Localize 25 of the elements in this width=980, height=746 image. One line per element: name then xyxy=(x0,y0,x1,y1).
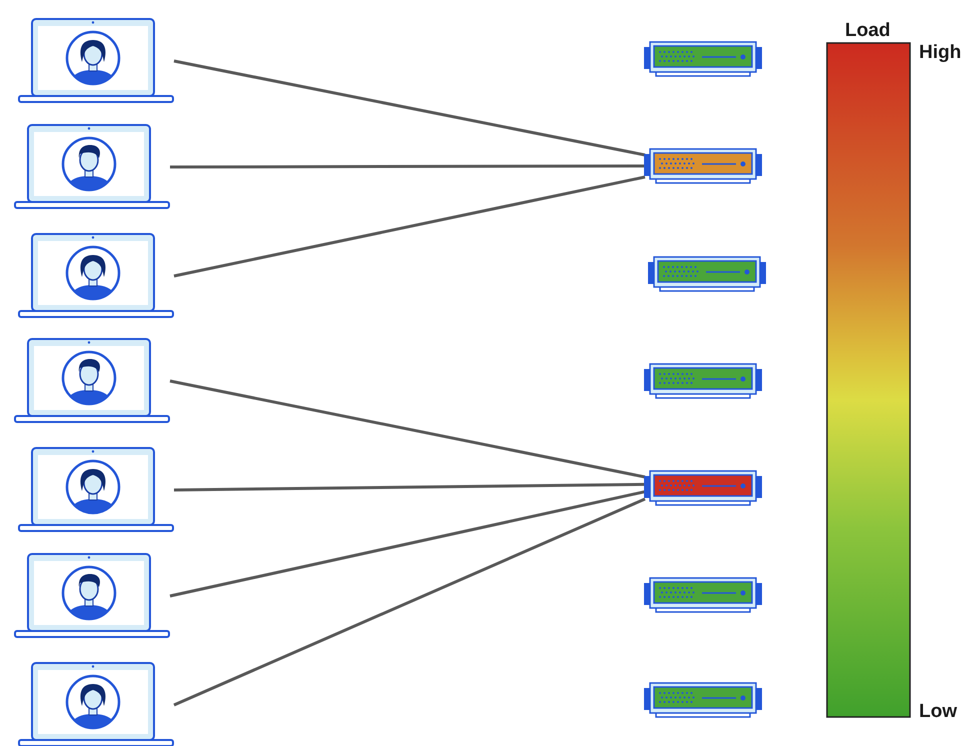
connection-line xyxy=(174,60,646,156)
server-icon xyxy=(644,469,762,507)
server-icon xyxy=(644,576,762,614)
scale-title: Load xyxy=(845,20,890,42)
connection-line xyxy=(173,498,646,706)
server-icon xyxy=(644,681,762,719)
connection-line xyxy=(170,380,646,478)
server-icon xyxy=(644,147,762,185)
connection-line xyxy=(170,164,645,168)
connection-line xyxy=(174,482,646,492)
laptop-user-icon xyxy=(18,447,174,533)
scale-min-label: Low xyxy=(919,701,957,723)
laptop-user-icon xyxy=(18,18,174,104)
laptop-user-icon xyxy=(14,338,170,424)
scale-max-label: High xyxy=(919,42,962,64)
connection-line xyxy=(170,490,646,598)
laptop-user-icon xyxy=(18,662,174,746)
server-icon xyxy=(644,362,762,400)
laptop-user-icon xyxy=(18,233,174,319)
color-scale-bar xyxy=(826,42,911,718)
laptop-user-icon xyxy=(14,553,170,639)
laptop-user-icon xyxy=(14,124,170,210)
server-icon xyxy=(644,40,762,78)
server-icon xyxy=(648,255,766,293)
connection-line xyxy=(174,176,646,278)
